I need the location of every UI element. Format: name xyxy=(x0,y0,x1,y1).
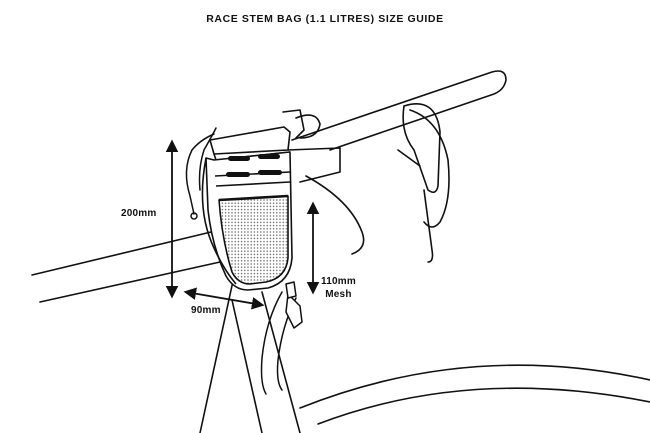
bag-slots xyxy=(226,154,282,177)
top-tube xyxy=(31,225,237,276)
down-tube xyxy=(199,257,239,433)
steerer-stem xyxy=(282,109,305,139)
handlebars xyxy=(287,70,507,263)
bag-straps xyxy=(185,127,303,395)
mesh-pocket xyxy=(218,195,289,285)
stem-bag xyxy=(201,126,293,291)
front-wheel xyxy=(299,364,650,409)
bar-drop-left xyxy=(305,175,365,255)
strap-clip xyxy=(285,281,297,299)
width-dimension-label: 90mm xyxy=(191,305,221,316)
head-tube xyxy=(261,291,301,433)
bag-side-panel xyxy=(201,157,237,285)
brake-lever xyxy=(423,189,434,263)
drawcord xyxy=(185,133,215,215)
drawcord-2 xyxy=(198,127,217,191)
diagram-title: RACE STEM BAG (1.1 LITRES) SIZE GUIDE xyxy=(206,13,444,25)
stem-cap xyxy=(295,114,321,139)
mesh-dimension-label: 110mm Mesh xyxy=(321,275,356,301)
mesh-dimension-value: 110mm xyxy=(321,276,356,287)
top-tube-lower-edge xyxy=(39,257,239,303)
brake-hood xyxy=(402,103,441,194)
front-wheel-inner xyxy=(317,387,650,425)
mesh-dimension-text: Mesh xyxy=(325,289,352,300)
strap-buckle xyxy=(285,293,303,329)
bar-drop-right xyxy=(409,109,450,228)
bar-tape-line xyxy=(397,149,421,167)
width-arrow xyxy=(183,287,265,310)
cord-toggle xyxy=(190,212,198,220)
bar-top xyxy=(291,70,507,151)
dimension-arrows xyxy=(165,139,320,310)
bike-frame xyxy=(31,109,650,433)
mesh-top-binding xyxy=(218,194,289,202)
height-dimension-label: 200mm xyxy=(121,208,157,219)
down-tube-strap xyxy=(260,291,283,395)
stem xyxy=(287,147,341,183)
head-tube-inner xyxy=(231,299,263,433)
bag-panel-line xyxy=(215,181,291,187)
bag-lid xyxy=(209,126,291,155)
